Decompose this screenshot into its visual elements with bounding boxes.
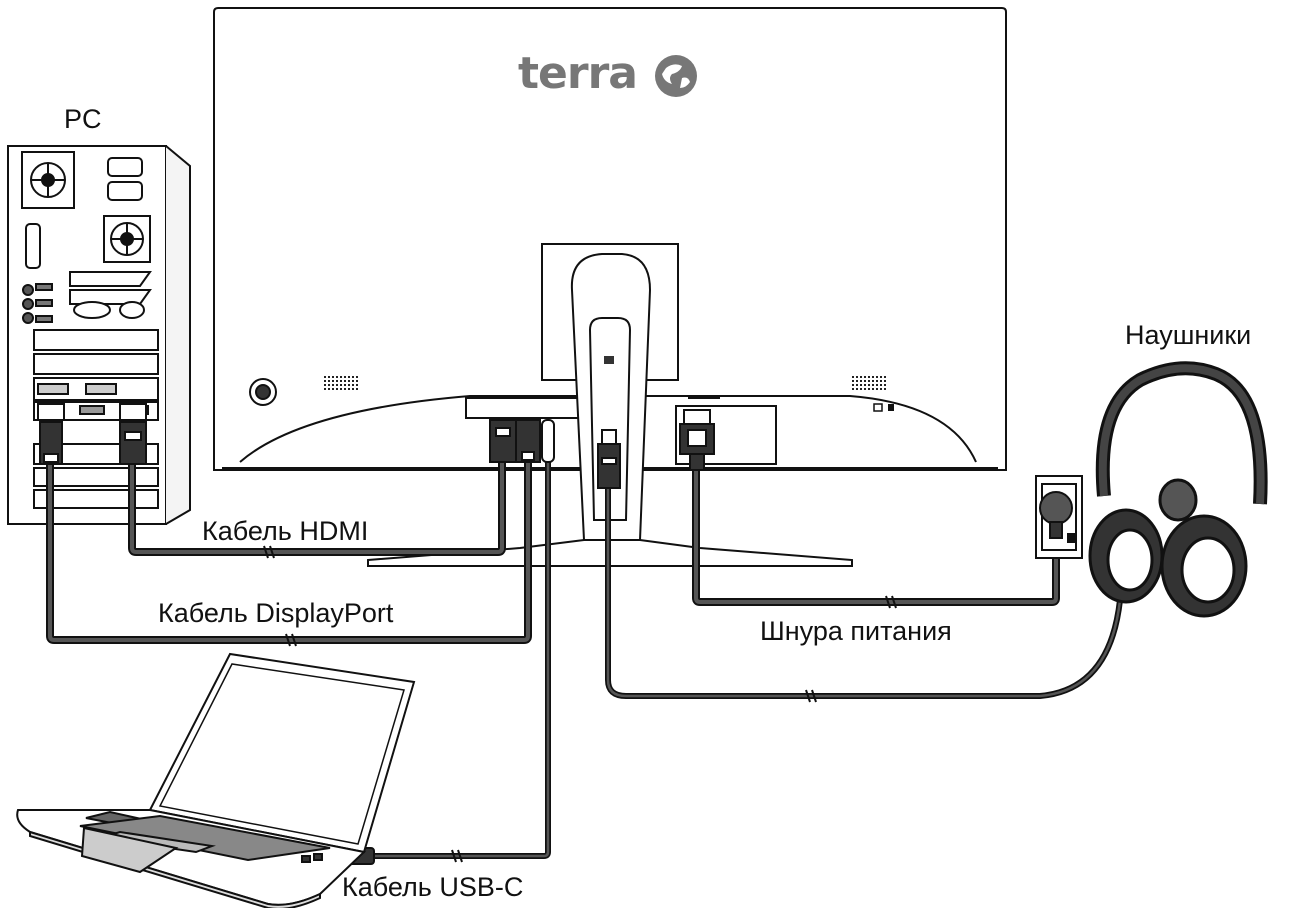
cables — [46, 462, 1123, 859]
label-displayport-cable: Кабель DisplayPort — [158, 598, 394, 628]
left-vent — [322, 376, 358, 392]
wall-outlet — [1035, 475, 1083, 559]
brand-logo: terra — [518, 48, 638, 99]
headphones-device — [1088, 361, 1268, 618]
cable-break-marks — [263, 545, 897, 863]
label-headphones: Наушники — [1125, 320, 1252, 350]
right-vent — [850, 376, 886, 392]
lock-icon — [873, 403, 883, 412]
label-usbc-cable: Кабель USB-C — [342, 872, 524, 902]
usbc-cable — [372, 462, 551, 859]
label-power-cord: Шнура питания — [760, 616, 952, 646]
label-pc: PC — [64, 104, 102, 134]
lock-slot-icon — [888, 404, 894, 411]
headphone-cable — [605, 480, 1123, 699]
hdmi-cable — [128, 462, 506, 556]
globe-icon — [655, 55, 697, 97]
connectors — [37, 403, 715, 865]
laptop — [16, 652, 416, 910]
power-cord — [692, 470, 1060, 606]
label-hdmi-cable: Кабель HDMI — [202, 516, 369, 546]
pc-tower — [7, 145, 191, 525]
